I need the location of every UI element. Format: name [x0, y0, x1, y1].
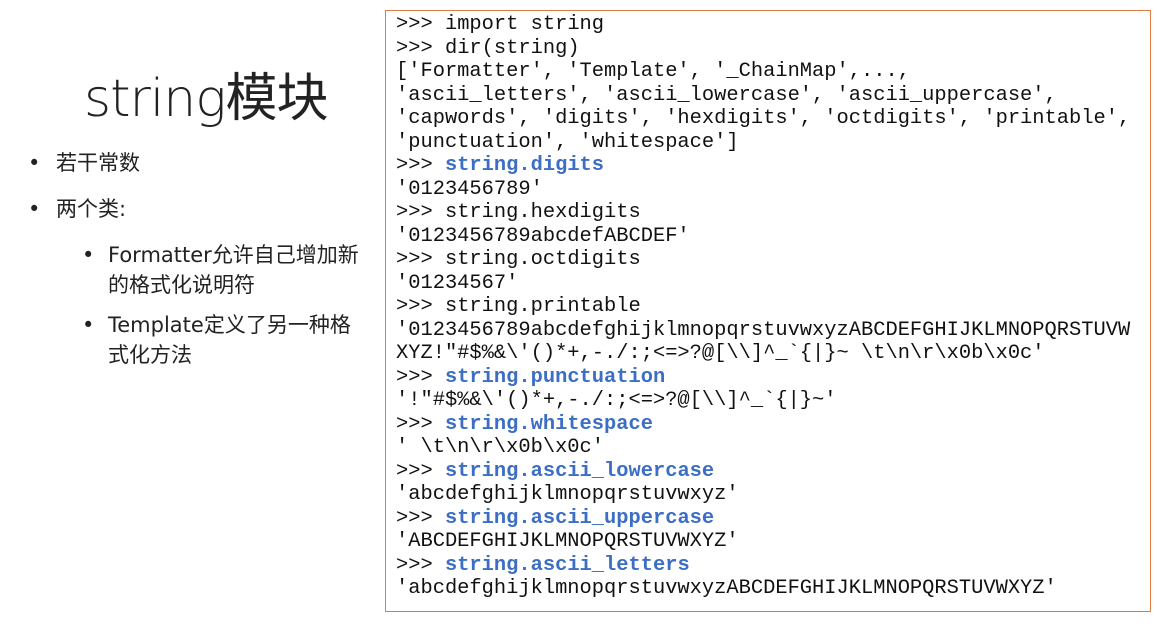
code-input: string.ascii_letters	[444, 553, 690, 577]
prompt: >>>	[396, 459, 445, 483]
code-output: 'abcdefghijklmnopqrstuvwxyzABCDEFGHIJKLM…	[396, 577, 1057, 600]
code-line: >>> string.punctuation	[396, 366, 1150, 390]
code-example-box: >>> import string>>> dir(string)['Format…	[385, 10, 1151, 612]
code-output: XYZ!"#$%&\'()*+,-./:;<=>?@[\\]^_`{|}~ \t…	[396, 342, 1045, 365]
code-line: 'ABCDEFGHIJKLMNOPQRSTUVWXYZ'	[396, 530, 1150, 554]
code-line: >>> import string	[396, 13, 1150, 37]
sub-bullet-formatter: Formatter允许自己增加新的格式化说明符	[82, 240, 368, 300]
prompt: >>>	[396, 201, 445, 224]
code-line: ['Formatter', 'Template', '_ChainMap',..…	[396, 60, 1150, 84]
code-line: 'ascii_letters', 'ascii_lowercase', 'asc…	[396, 84, 1150, 108]
code-line: ' \t\n\r\x0b\x0c'	[396, 436, 1150, 460]
code-input: string.digits	[444, 154, 605, 177]
code-output: '0123456789abcdefABCDEF'	[396, 224, 690, 248]
code-line: '0123456789'	[396, 178, 1150, 202]
code-output: ' \t\n\r\x0b\x0c'	[396, 436, 605, 459]
code-input: dir(string)	[444, 36, 580, 60]
sub-bullet-template: Template定义了另一种格式化方法	[82, 310, 368, 370]
code-input: string.ascii_lowercase	[444, 459, 715, 483]
code-output: 'capwords', 'digits', 'hexdigits', 'octd…	[396, 107, 1131, 130]
prompt: >>>	[396, 553, 445, 577]
code-output: '01234567'	[396, 271, 519, 295]
code-line: >>> string.octdigits	[396, 248, 1150, 272]
code-output: 'punctuation', 'whitespace']	[396, 130, 739, 154]
code-line: 'capwords', 'digits', 'hexdigits', 'octd…	[396, 107, 1150, 131]
code-input: string.printable	[444, 295, 641, 318]
code-line: >>> string.whitespace	[396, 413, 1150, 437]
code-line: >>> string.ascii_letters	[396, 554, 1150, 578]
code-output: ['Formatter', 'Template', '_ChainMap',..…	[396, 60, 910, 83]
code-output: '!"#$%&\'()*+,-./:;<=>?@[\\]^_`{|}~'	[396, 389, 837, 412]
code-input: import string	[444, 13, 605, 36]
code-input: string.hexdigits	[444, 201, 641, 224]
code-line: >>> string.printable	[396, 295, 1150, 319]
prompt: >>>	[396, 506, 445, 530]
code-line: 'abcdefghijklmnopqrstuvwxyz'	[396, 483, 1150, 507]
code-input: string.whitespace	[444, 412, 653, 436]
code-input: string.ascii_uppercase	[444, 506, 715, 530]
code-line: >>> string.ascii_uppercase	[396, 507, 1150, 531]
bullet-classes: 两个类:	[28, 194, 368, 224]
bullet-list: 若干常数 两个类: Formatter允许自己增加新的格式化说明符 Templa…	[28, 148, 368, 380]
code-output: '0123456789'	[396, 177, 543, 201]
code-line: '0123456789abcdefghijklmnopqrstuvwxyzABC…	[396, 319, 1150, 343]
code-input: string.punctuation	[444, 365, 666, 389]
prompt: >>>	[396, 36, 445, 60]
code-line: 'punctuation', 'whitespace']	[396, 131, 1150, 155]
prompt: >>>	[396, 154, 445, 177]
code-line: >>> string.digits	[396, 154, 1150, 178]
code-line: XYZ!"#$%&\'()*+,-./:;<=>?@[\\]^_`{|}~ \t…	[396, 342, 1150, 366]
code-line: >>> string.ascii_lowercase	[396, 460, 1150, 484]
prompt: >>>	[396, 412, 445, 436]
code-line: 'abcdefghijklmnopqrstuvwxyzABCDEFGHIJKLM…	[396, 577, 1150, 601]
code-line: '!"#$%&\'()*+,-./:;<=>?@[\\]^_`{|}~'	[396, 389, 1150, 413]
prompt: >>>	[396, 365, 445, 389]
code-input: string.octdigits	[444, 248, 641, 271]
code-line: '0123456789abcdefABCDEF'	[396, 225, 1150, 249]
prompt: >>>	[396, 248, 445, 271]
prompt: >>>	[396, 13, 445, 36]
code-line: '01234567'	[396, 272, 1150, 296]
code-line: >>> dir(string)	[396, 37, 1150, 61]
slide-title: string模块	[84, 69, 328, 129]
code-output: '0123456789abcdefghijklmnopqrstuvwxyzABC…	[396, 318, 1131, 342]
code-output: 'abcdefghijklmnopqrstuvwxyz'	[396, 483, 739, 506]
code-line: >>> string.hexdigits	[396, 201, 1150, 225]
code-output: 'ABCDEFGHIJKLMNOPQRSTUVWXYZ'	[396, 530, 739, 553]
bullet-constants: 若干常数	[28, 148, 368, 178]
prompt: >>>	[396, 295, 445, 318]
code-output: 'ascii_letters', 'ascii_lowercase', 'asc…	[396, 83, 1057, 107]
